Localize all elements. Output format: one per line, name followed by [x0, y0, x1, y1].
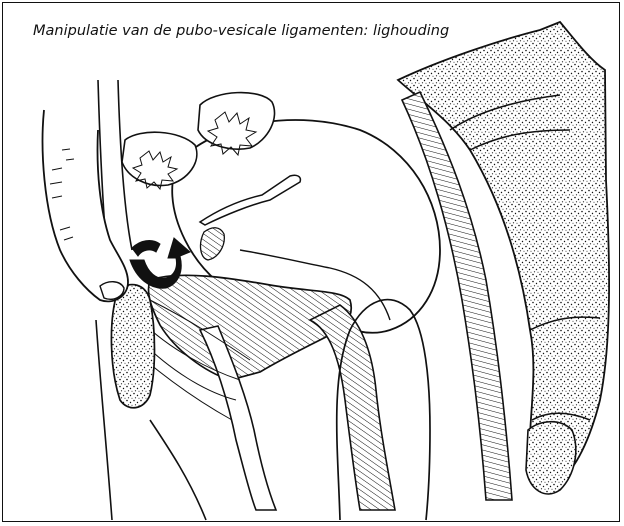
rotation-arrow-tail — [132, 241, 160, 256]
pubic-symphysis — [111, 285, 154, 408]
coccyx-shape — [526, 422, 576, 494]
therapist-finger — [43, 110, 128, 301]
figure-caption: Manipulatie van de pubo-vesicale ligamen… — [33, 23, 453, 39]
